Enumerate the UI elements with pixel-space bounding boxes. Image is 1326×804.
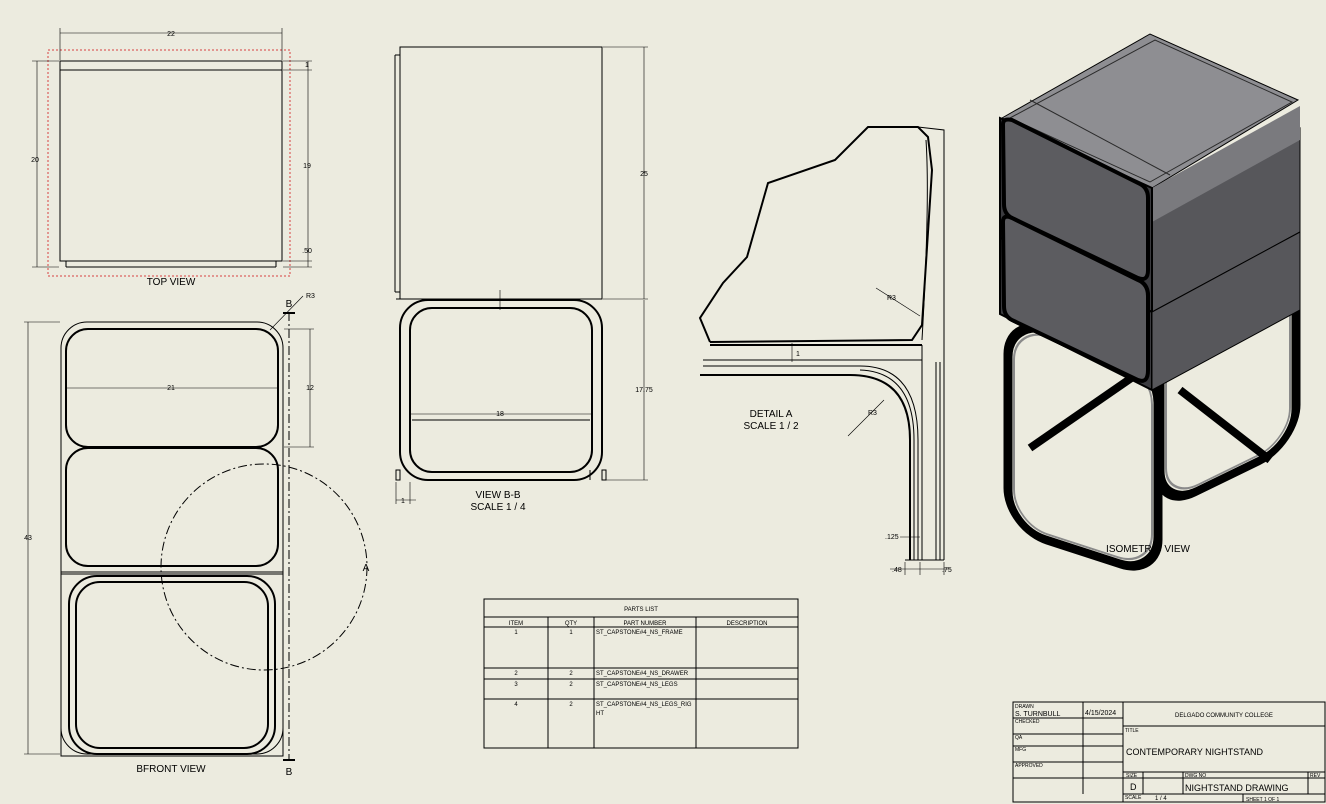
tb-rev-label: REV	[1310, 773, 1321, 779]
top-view-boundary	[47, 49, 291, 277]
parts-row-1-part: ST_CAPSTONE#4_NS_FRAME	[596, 630, 683, 636]
parts-header-desc: DESCRIPTION	[726, 621, 767, 627]
top-width-dim: 22	[167, 31, 175, 38]
parts-row-3-item: 3	[514, 682, 518, 688]
detail-r1-dim: R3	[887, 295, 896, 302]
parts-row-2-part: ST_CAPSTONE#4_NS_DRAWER	[596, 671, 689, 677]
tb-size: D	[1130, 782, 1137, 792]
parts-row-4-part: ST_CAPSTONE#4_NS_LEGS_RIG	[596, 702, 692, 708]
title-block: DRAWN S. TURNBULL 4/15/2024 CHECKED QA M…	[1012, 701, 1326, 803]
tb-scale: 1 / 4	[1155, 796, 1167, 802]
top-view-outline	[59, 60, 283, 262]
detail-r2-dim: R3	[868, 410, 877, 417]
detail-break-outline	[698, 126, 934, 343]
section-view-label: VIEW B-B	[475, 490, 520, 501]
front-leg-frame	[68, 575, 276, 755]
parts-row-2-qty: 2	[569, 671, 573, 677]
section-lower-dim: 17.75	[635, 387, 653, 394]
parts-row-2-item: 2	[514, 671, 518, 677]
front-view-label: BFRONT VIEW	[136, 764, 206, 775]
tb-mfg-label: MFG	[1015, 747, 1026, 753]
tb-dwg-no: NIGHTSTAND DRAWING	[1185, 783, 1289, 793]
section-view-scale: SCALE 1 / 4	[470, 502, 525, 513]
section-view: 25 17.75 18 1 VIEW B-B SCALE 1 / 4	[394, 46, 653, 513]
parts-list-title: PARTS LIST	[624, 607, 658, 613]
detail-view-label: DETAIL A	[750, 409, 793, 420]
parts-row-4-part-cont: HT	[596, 711, 604, 717]
front-drawer-width-dim: 21	[167, 385, 175, 392]
tb-scale-label: SCALE	[1125, 795, 1142, 801]
section-edge-dim: 1	[401, 498, 405, 505]
front-height-dim: 43	[24, 535, 32, 542]
top-inner-dim: 19	[303, 163, 311, 170]
top-view-label: TOP VIEW	[147, 277, 196, 288]
parts-row-3-qty: 2	[569, 682, 573, 688]
tb-drawn-by: S. TURNBULL	[1015, 711, 1060, 718]
front-drawer-height-dim: 12	[306, 385, 314, 392]
isometric-view-label: ISOMETRIC VIEW	[1106, 544, 1190, 555]
detail-outer-curve	[700, 374, 911, 560]
detail-thin-dim: .125	[885, 534, 899, 541]
section-upper-body	[399, 46, 603, 300]
section-leg-frame	[399, 299, 603, 481]
section-mark-bottom: B	[286, 767, 293, 778]
tb-size-label: SIZE	[1126, 773, 1138, 779]
front-radius-dim: R3	[306, 293, 315, 300]
top-bottom-dim: .50	[302, 248, 312, 255]
tb-school: DELGADO COMMUNITY COLLEGE	[1175, 713, 1273, 719]
top-gap-dim: 1	[305, 62, 309, 69]
parts-row-4-item: 4	[514, 702, 518, 708]
detail-gap-dim: 1	[796, 351, 800, 358]
parts-header-part: PART NUMBER	[623, 621, 667, 627]
parts-row-1-qty: 1	[569, 630, 573, 636]
front-drawer-2	[65, 447, 279, 567]
parts-header-item: ITEM	[509, 621, 523, 627]
detail-mark-a: A	[363, 563, 370, 574]
front-view: B B R3 43 21 12 A BFRONT VIEW	[24, 293, 370, 778]
tb-title: CONTEMPORARY NIGHTSTAND	[1126, 747, 1264, 757]
parts-header-qty: QTY	[565, 621, 577, 627]
tb-approved-label: APPROVED	[1015, 763, 1043, 769]
parts-row-4-qty: 2	[569, 702, 573, 708]
top-view: 22 20 1 19 .50 TOP VIEW	[31, 28, 312, 288]
parts-row-3-part: ST_CAPSTONE#4_NS_LEGS	[596, 682, 678, 688]
tb-qa-label: QA	[1015, 735, 1023, 741]
tb-date: 4/15/2024	[1085, 710, 1116, 717]
detail-right-dim: .75	[942, 567, 952, 574]
tb-title-label: TITLE	[1125, 728, 1139, 734]
tb-sheet: SHEET 1 OF 1	[1246, 797, 1279, 803]
top-depth-dim: 20	[31, 157, 39, 164]
tb-checked-label: CHECKED	[1015, 719, 1040, 725]
iso-drawer-1	[1000, 117, 1150, 281]
detail-view: R3 R3 1 .125 .48 .75 DETAIL A SCALE 1 / …	[698, 126, 952, 575]
detail-left-dim: .48	[892, 567, 902, 574]
detail-circle-a	[160, 463, 368, 671]
tb-drawn-label: DRAWN	[1015, 704, 1034, 710]
isometric-view: ISOMETRIC VIEW	[999, 33, 1301, 571]
parts-list: PARTS LIST ITEM QTY PART NUMBER DESCRIPT…	[483, 598, 799, 749]
section-upper-dim: 25	[640, 171, 648, 178]
section-mark-top: B	[286, 299, 293, 310]
parts-row-1-item: 1	[514, 630, 518, 636]
detail-view-scale: SCALE 1 / 2	[743, 421, 798, 432]
section-inner-width-dim: 18	[496, 411, 504, 418]
tb-dwg-label: DWG NO	[1185, 773, 1206, 779]
